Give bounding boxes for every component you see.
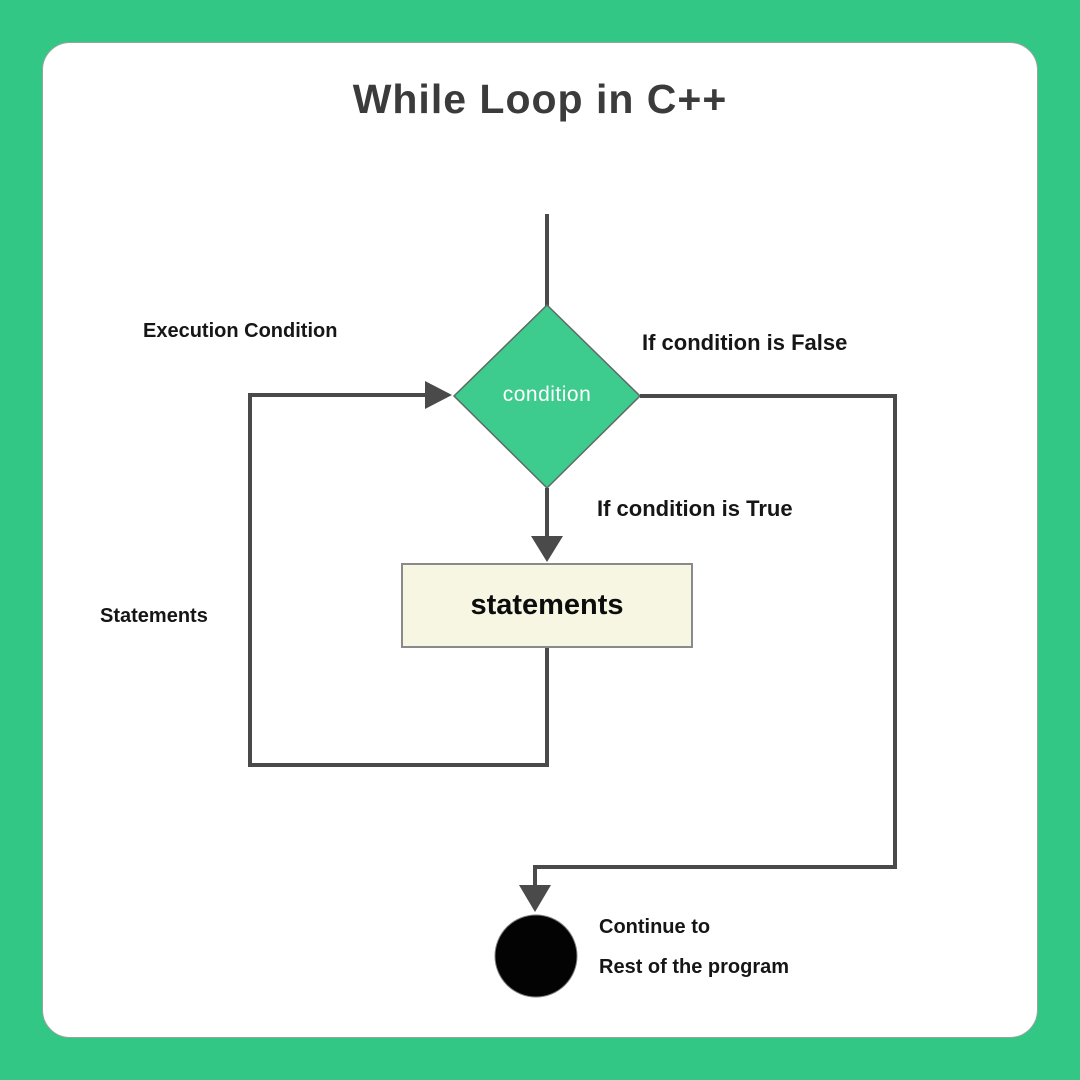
label-if-condition-false: If condition is False — [642, 330, 848, 355]
label-statements-side: Statements — [100, 605, 208, 627]
loop-back-line — [248, 393, 549, 767]
false-line — [533, 394, 897, 886]
true-arrowhead — [531, 536, 563, 562]
page-title: While Loop in C++ — [352, 76, 728, 122]
statements-node-label: statements — [470, 589, 624, 621]
false-arrowhead — [519, 885, 551, 912]
label-execution-condition: Execution Condition — [143, 320, 338, 342]
label-continue-line1: Continue to — [599, 916, 711, 938]
statements-node: statements — [401, 563, 693, 648]
end-node-circle — [494, 914, 578, 998]
condition-node-label: condition — [502, 383, 592, 406]
label-if-condition-true: If condition is True — [597, 496, 793, 521]
loop-back-arrowhead — [425, 381, 452, 409]
label-continue-line2: Rest of the program — [599, 956, 790, 978]
